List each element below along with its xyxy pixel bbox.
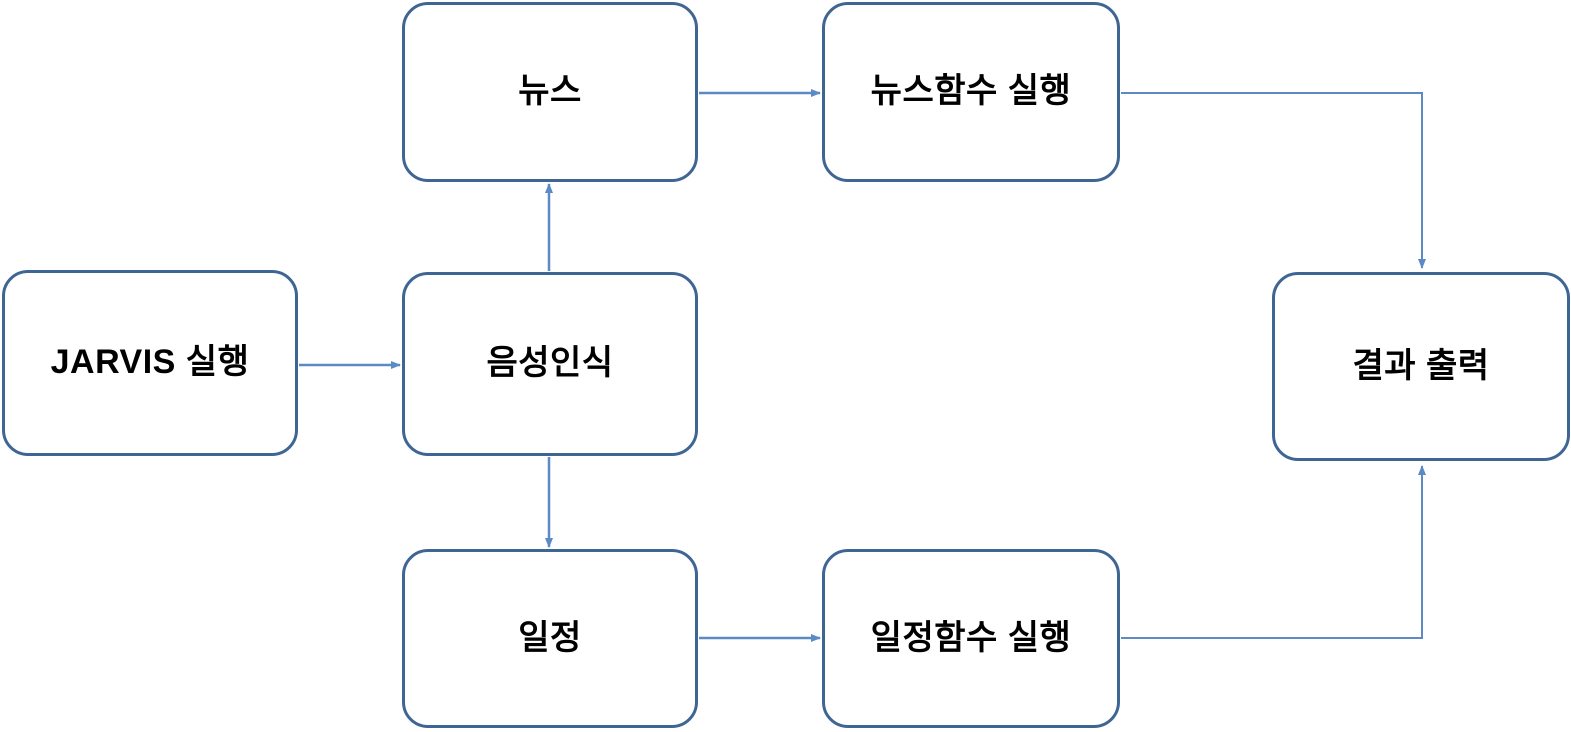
node-label: 음성인식 bbox=[486, 344, 614, 383]
connector-schedule-function-to-result bbox=[1121, 465, 1426, 639]
node-jarvis-start[interactable]: JARVIS 실행 bbox=[2, 270, 298, 456]
connector-news-function-to-result bbox=[1121, 92, 1426, 269]
node-label: 일정함수 실행 bbox=[870, 618, 1072, 657]
node-label: 일정 bbox=[518, 618, 582, 657]
node-label: 결과 출력 bbox=[1352, 346, 1490, 385]
node-speech-recognition[interactable]: 음성인식 bbox=[402, 272, 698, 456]
node-news-function[interactable]: 뉴스함수 실행 bbox=[822, 2, 1120, 182]
node-news[interactable]: 뉴스 bbox=[402, 2, 698, 182]
node-label: 뉴스함수 실행 bbox=[870, 72, 1072, 111]
node-label: JARVIS 실행 bbox=[50, 343, 250, 382]
node-label: 뉴스 bbox=[518, 72, 582, 111]
node-result-output[interactable]: 결과 출력 bbox=[1272, 272, 1570, 461]
node-schedule-function[interactable]: 일정함수 실행 bbox=[822, 549, 1120, 728]
node-schedule[interactable]: 일정 bbox=[402, 549, 698, 728]
